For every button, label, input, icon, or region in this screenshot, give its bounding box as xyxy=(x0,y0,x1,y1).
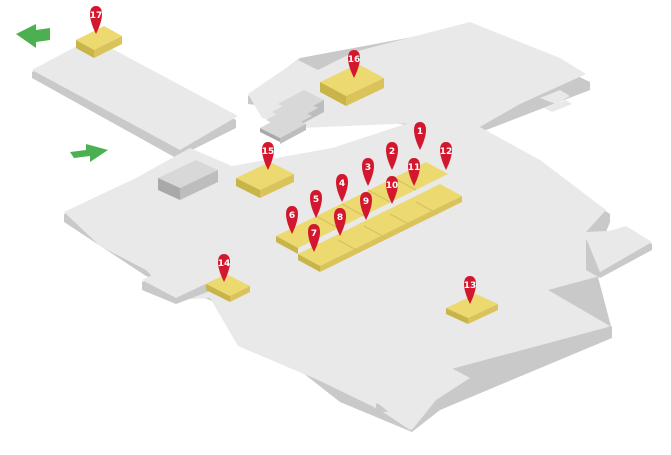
marker-label: 9 xyxy=(363,197,369,207)
stands xyxy=(76,26,498,324)
map-pin-icon[interactable]: 15 xyxy=(262,142,275,170)
map-pin-icon[interactable]: 1 xyxy=(414,122,426,150)
marker-label: 11 xyxy=(408,163,421,173)
marker-label: 15 xyxy=(262,147,275,157)
marker-label: 7 xyxy=(311,229,317,239)
map-pin-icon[interactable]: 3 xyxy=(362,158,374,186)
marker-label: 3 xyxy=(365,163,371,173)
map-pin-icon[interactable]: 17 xyxy=(90,6,103,34)
map-pin-icon[interactable]: 16 xyxy=(348,50,361,78)
marker-label: 14 xyxy=(218,259,231,269)
marker-label: 2 xyxy=(389,147,395,157)
marker-label: 8 xyxy=(337,213,343,223)
elevator-block xyxy=(158,160,218,200)
marker-label: 4 xyxy=(339,179,345,189)
marker-label: 17 xyxy=(90,11,103,21)
map-pin-icon[interactable]: 6 xyxy=(286,206,298,234)
markers: 17 16 15 14 13 1 xyxy=(90,6,477,304)
map-pin-icon[interactable]: 2 xyxy=(386,142,398,170)
marker-label: 1 xyxy=(417,127,423,137)
map-pin-icon[interactable]: 12 xyxy=(440,142,453,170)
stairs-icon xyxy=(260,90,324,144)
marker-label: 13 xyxy=(464,281,477,291)
marker-label: 10 xyxy=(386,181,399,191)
map-pin-icon[interactable]: 7 xyxy=(308,224,320,252)
marker-label: 12 xyxy=(440,147,453,157)
map-pin-icon[interactable]: 4 xyxy=(336,174,348,202)
entrance-arrow-icon[interactable] xyxy=(70,144,108,162)
map-pin-icon[interactable]: 9 xyxy=(360,192,372,220)
marker-label: 6 xyxy=(289,211,295,221)
floor-plan xyxy=(32,22,652,432)
map-pin-icon[interactable]: 10 xyxy=(386,176,399,204)
map-pin-icon[interactable]: 5 xyxy=(310,190,322,218)
marker-label: 5 xyxy=(313,195,319,205)
marker-label: 16 xyxy=(348,55,361,65)
map-pin-icon[interactable]: 8 xyxy=(334,208,346,236)
exit-arrow-icon[interactable] xyxy=(16,24,50,48)
map-pin-icon[interactable]: 13 xyxy=(464,276,477,304)
map-pin-icon[interactable]: 14 xyxy=(218,254,231,282)
map-pin-icon[interactable]: 11 xyxy=(408,158,421,186)
